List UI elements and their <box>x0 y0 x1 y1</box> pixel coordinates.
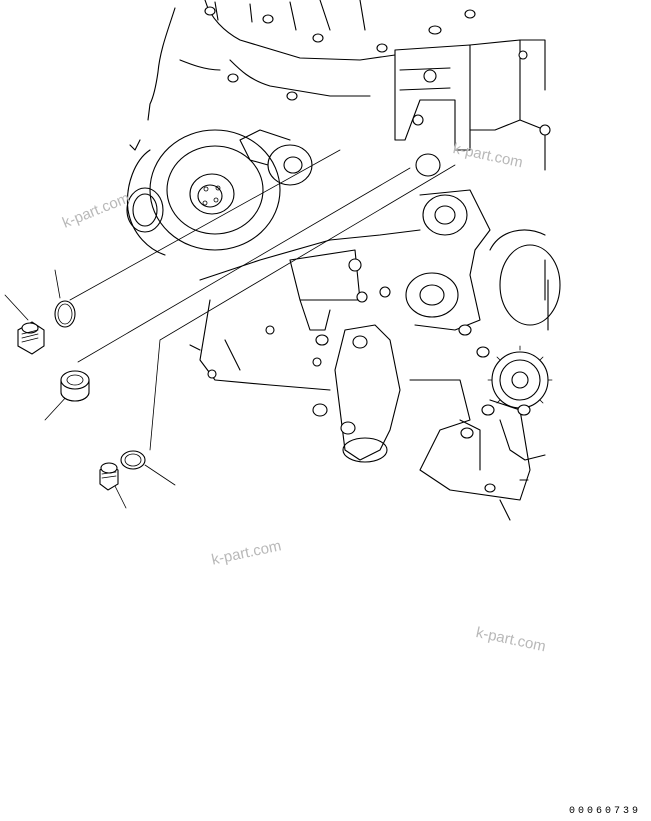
leader-plug-middle <box>77 167 411 363</box>
leader-plug-upper-tick <box>4 294 29 321</box>
engine-block <box>126 0 561 521</box>
leader-oring-lower <box>149 164 456 451</box>
oring-lower <box>120 450 146 470</box>
leader-oring-lower-tick <box>144 464 176 486</box>
leader-plug-middle-tick <box>44 394 69 421</box>
plug-lower <box>99 462 119 491</box>
drawing-number: 00060739 <box>568 806 641 817</box>
leader-oring-upper <box>69 149 341 301</box>
leader-lines <box>4 149 456 509</box>
oring-upper <box>54 300 76 328</box>
plug-upper <box>17 321 45 355</box>
plug-middle <box>60 370 90 402</box>
leader-oring-upper-tick <box>54 269 61 299</box>
